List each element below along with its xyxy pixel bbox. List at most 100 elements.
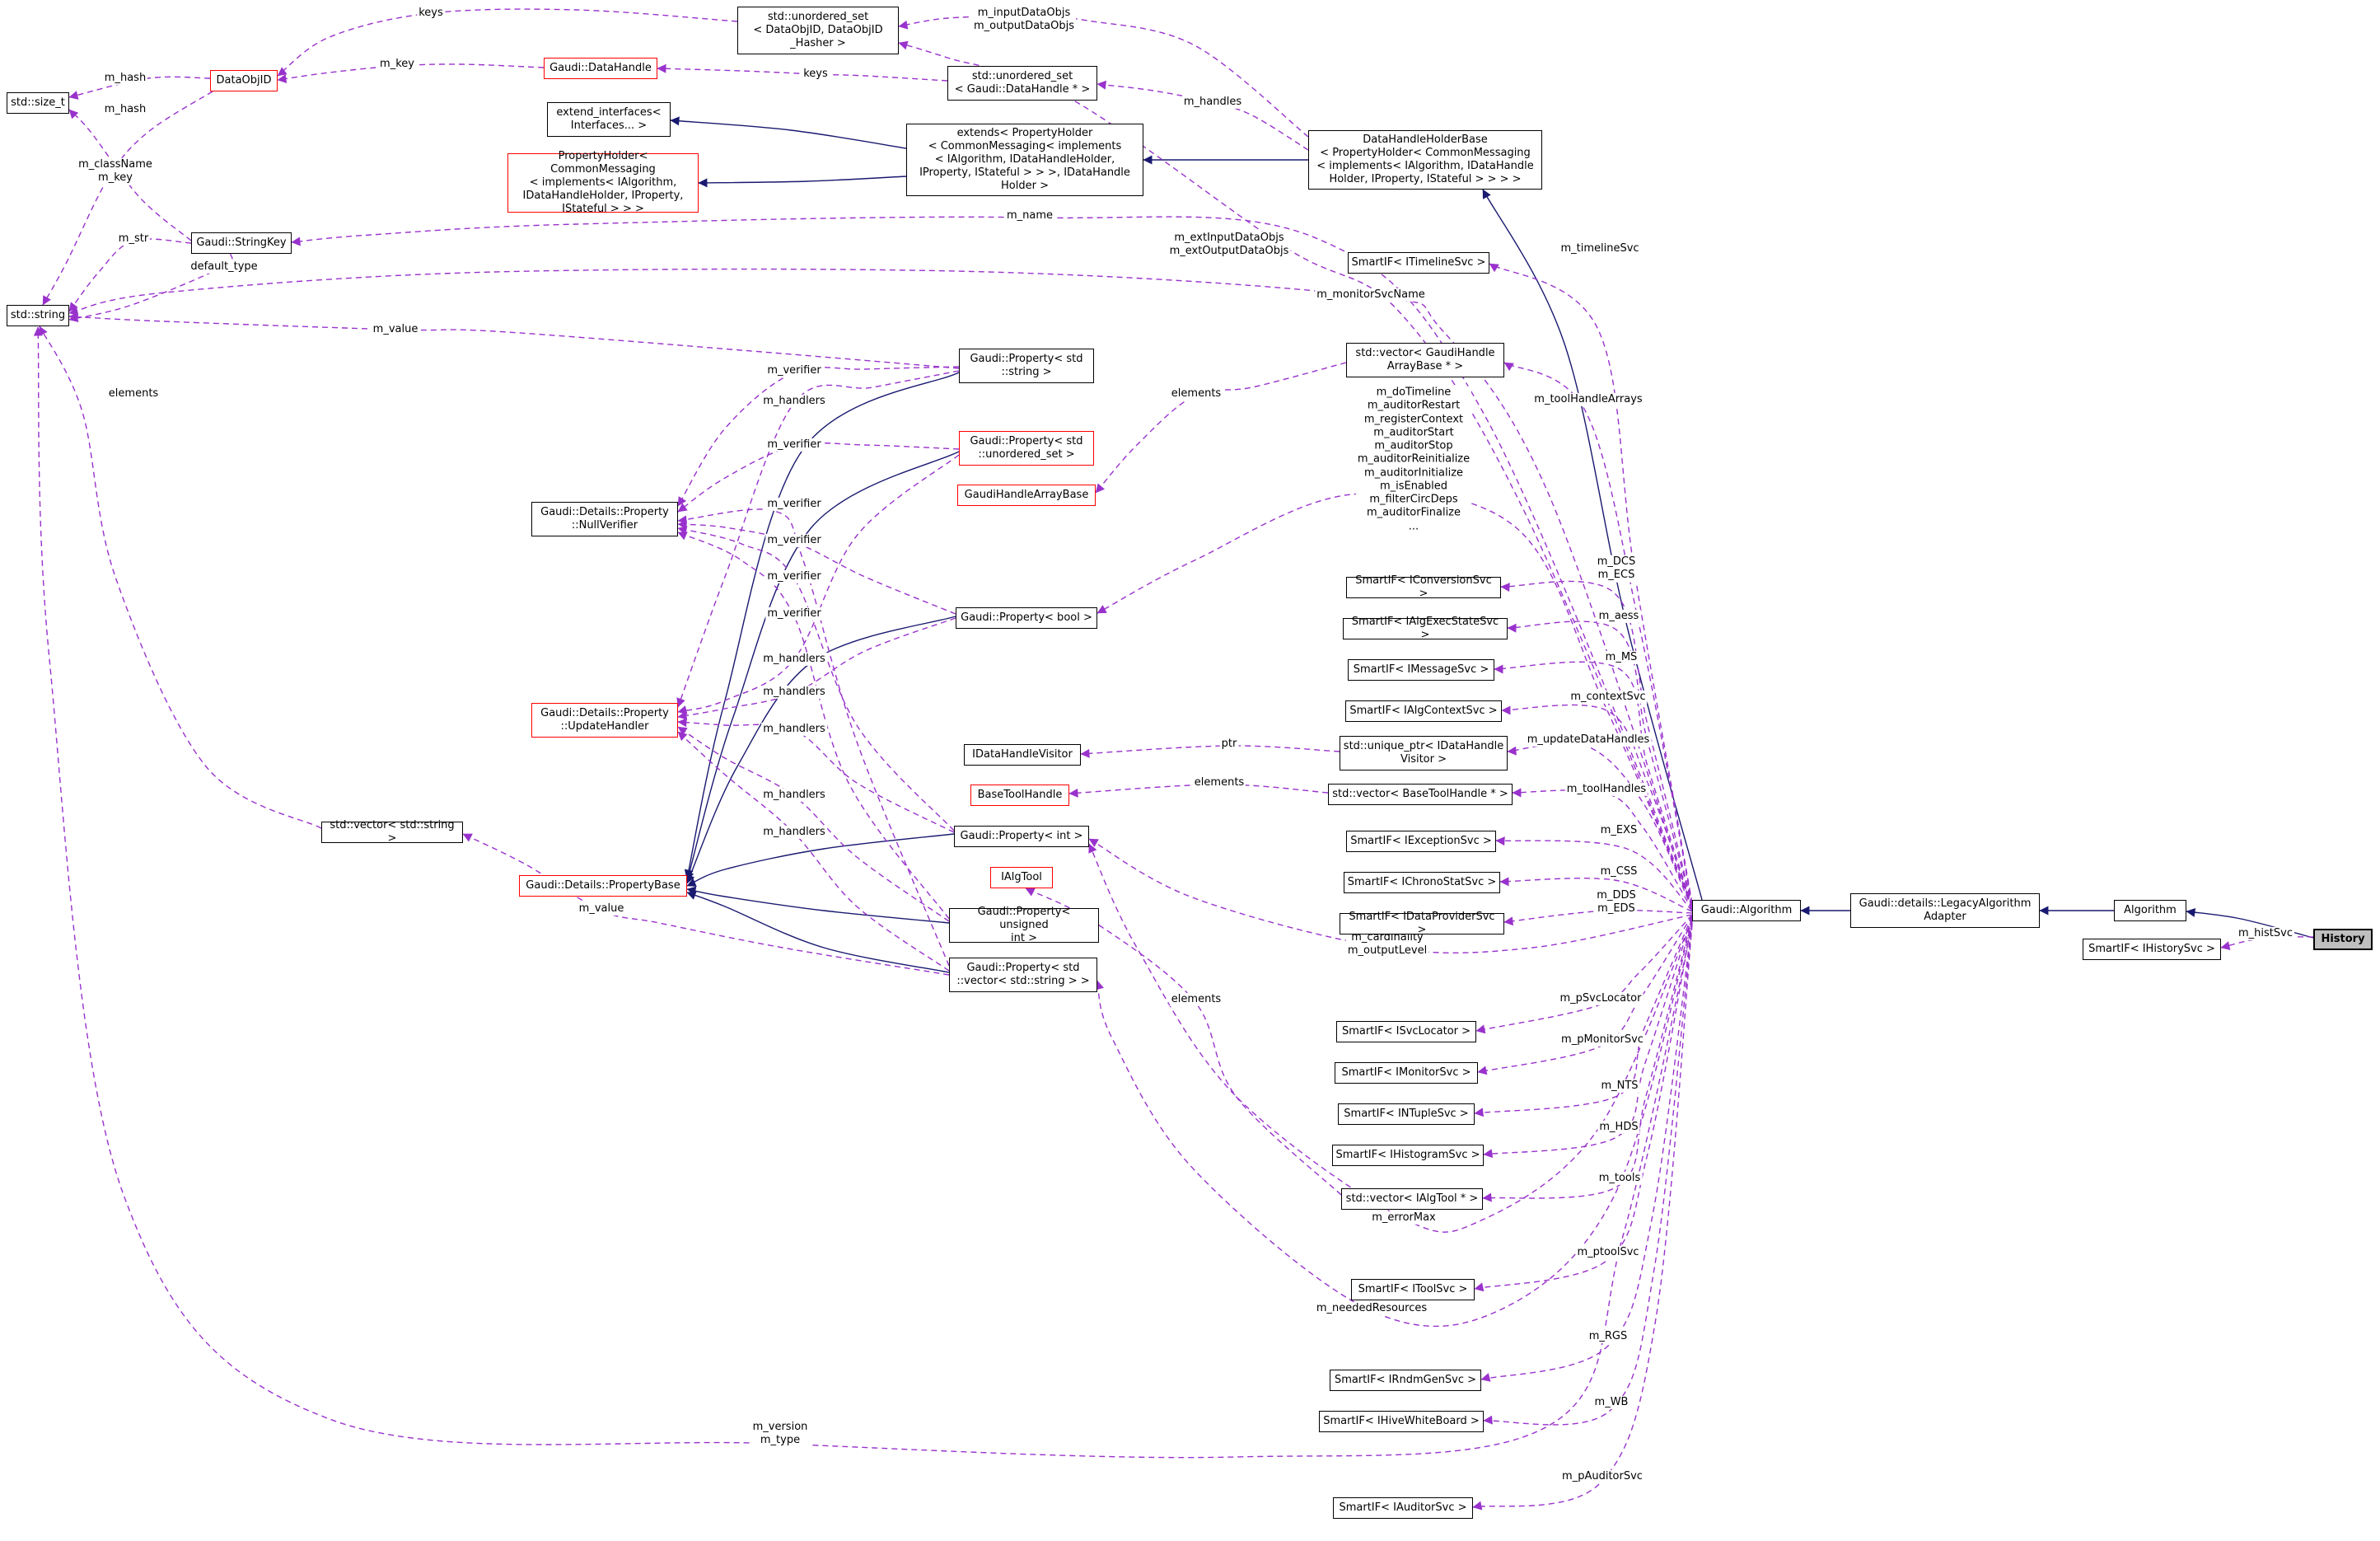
edge-label-gaudi-algorithm--smartif-imessagesvc: m_MS [1603, 650, 1639, 665]
node-property-unsigned-int[interactable]: Gaudi::Property< unsigned int > [949, 906, 1099, 944]
node-property-int[interactable]: Gaudi::Property< int > [954, 826, 1089, 847]
node-smartif-iconversionsvc[interactable]: SmartIF< IConversionSvc > [1346, 574, 1501, 600]
edge-uset-dataobjid--dataobjid [277, 8, 738, 77]
edge-label-property-std-string--std-string: m_value [371, 322, 420, 337]
node-dataobjid[interactable]: DataObjID [210, 70, 278, 91]
edge-label-gaudi-algorithm--property-vector-std-string: m_neededResources [1314, 1301, 1429, 1316]
edge-label-gaudi-algorithm--uset-dataobjid: m_extInputDataObjs m_extOutputDataObjs [1167, 231, 1291, 259]
node-extends-propertyholder[interactable]: extends< PropertyHolder < CommonMessagin… [906, 124, 1143, 196]
node-datahandleholderbase[interactable]: DataHandleHolderBase < PropertyHolder< C… [1308, 130, 1542, 190]
edge-vector-gaudihandlearraybase--gaudihandlearraybase [1095, 362, 1347, 494]
edge-gaudi-algorithm--vector-basetoolhandle [1512, 788, 1693, 911]
edge-label-uset-gaudi-datahandle--gaudi-datahandle: keys [802, 67, 830, 82]
edge-label-gaudi-algorithm--vector-gaudihandlearraybase: m_toolHandleArrays [1532, 392, 1644, 407]
node-smartif-imessagesvc[interactable]: SmartIF< IMessageSvc > [1348, 659, 1494, 681]
node-smartif-iauditorsvc[interactable]: SmartIF< IAuditorSvc > [1333, 1497, 1473, 1519]
node-idatahandlevisitor[interactable]: IDataHandleVisitor [964, 744, 1081, 766]
node-smartif-idataprovidersvc[interactable]: SmartIF< IDataProviderSvc > [1340, 911, 1504, 936]
edge-property-int--propertybase [686, 833, 955, 887]
node-gaudi-datahandle[interactable]: Gaudi::DataHandle [544, 58, 657, 79]
node-std-size-t[interactable]: std::size_t [7, 92, 69, 114]
edge-label-datahandleholderbase--uset-gaudi-datahandle: m_handles [1181, 95, 1244, 110]
edge-label-uset-dataobjid--dataobjid: keys [417, 6, 445, 21]
node-property-std-string[interactable]: Gaudi::Property< std ::string > [959, 349, 1094, 383]
edge-label-unique-ptr-idatahandlevisitor--idatahandlevisitor: ptr [1219, 737, 1239, 752]
node-nullverifier[interactable]: Gaudi::Details::Property ::NullVerifier [531, 502, 678, 536]
edge-gaudi-algorithm--vector-gaudihandlearraybase [1503, 362, 1693, 906]
node-smartif-iexceptionsvc[interactable]: SmartIF< IExceptionSvc > [1346, 831, 1496, 852]
node-vector-gaudihandlearraybase[interactable]: std::vector< GaudiHandle ArrayBase * > [1346, 343, 1504, 377]
edge-property-std-string--updatehandler [676, 370, 960, 708]
node-std-string[interactable]: std::string [7, 305, 69, 326]
node-smartif-ihistorysvc[interactable]: SmartIF< IHistorySvc > [2083, 939, 2221, 960]
edge-label-gaudi-algorithm--smartif-ihivewhiteboard: m_WB [1592, 1395, 1630, 1410]
node-property-vector-std-string[interactable]: Gaudi::Property< std ::vector< std::stri… [949, 958, 1097, 992]
edge-gaudi-algorithm--smartif-imessagesvc [1494, 661, 1693, 907]
node-propertyholder[interactable]: PropertyHolder< CommonMessaging < implem… [507, 150, 699, 215]
edge-gaudi-algorithm--smartif-ichronostatsvc [1499, 877, 1693, 912]
node-smartif-ialgcontextsvc[interactable]: SmartIF< IAlgContextSvc > [1345, 700, 1502, 722]
edge-label-gaudi-stringkey--std-string: m_str [116, 232, 151, 246]
node-vector-ialgtool[interactable]: std::vector< IAlgTool * > [1341, 1188, 1483, 1210]
node-algorithm[interactable]: Algorithm [2114, 900, 2186, 921]
node-smartif-ialgexecstatesvc[interactable]: SmartIF< IAlgExecStateSvc > [1343, 616, 1508, 641]
edge-label-vector-std-string--std-string: elements [106, 386, 161, 401]
edge-label-gaudi-algorithm--smartif-idataprovidersvc: m_DDS m_EDS [1595, 888, 1638, 916]
edge-label-gaudi-algorithm--smartif-intuplesvc: m_NTS [1599, 1079, 1640, 1094]
edge-property-std-unordered-set--propertybase [685, 451, 960, 882]
edge-extends-propertyholder--extend-interfaces [670, 116, 907, 149]
edge-label-property-bool--updatehandler: m_handlers [761, 685, 827, 700]
node-smartif-intuplesvc[interactable]: SmartIF< INTupleSvc > [1338, 1103, 1475, 1125]
edge-label-gaudi-stringkey--std-size-t: m_hash [102, 102, 148, 117]
node-propertybase[interactable]: Gaudi::Details::PropertyBase [519, 875, 687, 897]
node-smartif-itimelinesvc[interactable]: SmartIF< ITimelineSvc > [1348, 252, 1489, 274]
node-smartif-ihistogramsvc[interactable]: SmartIF< IHistogramSvc > [1332, 1145, 1484, 1166]
node-smartif-isvclocator[interactable]: SmartIF< ISvcLocator > [1336, 1021, 1476, 1042]
edge-property-vector-std-string--updatehandler [677, 731, 950, 972]
node-basetoolhandle[interactable]: BaseToolHandle [970, 785, 1069, 806]
edge-property-bool--propertybase [686, 616, 956, 884]
node-smartif-imonitorsvc[interactable]: SmartIF< IMonitorSvc > [1335, 1062, 1478, 1084]
node-uset-dataobjid[interactable]: std::unordered_set < DataObjID, DataObjI… [737, 7, 899, 54]
node-gaudihandlearraybase[interactable]: GaudiHandleArrayBase [957, 485, 1096, 506]
edge-label-gaudi-algorithm--vector-basetoolhandle: m_toolHandles [1564, 782, 1648, 797]
edge-gaudi-algorithm--uset-dataobjid [898, 40, 1693, 907]
edge-label-gaudi-algorithm--property-int: m_errorMax [1370, 1211, 1438, 1225]
node-extend-interfaces[interactable]: extend_interfaces< Interfaces... > [547, 102, 671, 137]
edge-gaudi-algorithm--property-bool [1096, 491, 1693, 907]
edge-label-gaudi-algorithm--smartif-iconversionsvc: m_DCS m_ECS [1595, 555, 1638, 583]
edge-property-std-string--std-string [68, 312, 960, 369]
edge-vector-std-string--std-string [39, 326, 322, 829]
edge-label-property-vector-std-string--nullverifier: m_verifier [765, 497, 823, 512]
edge-gaudi-algorithm--smartif-iauditorsvc [1472, 924, 1693, 1511]
node-legacy-algorithm-adapter[interactable]: Gaudi::details::LegacyAlgorithm Adapter [1850, 893, 2040, 928]
edge-dataobjid--std-size-t [68, 76, 211, 100]
node-vector-std-string[interactable]: std::vector< std::string > [321, 819, 463, 845]
node-unique-ptr-idatahandlevisitor[interactable]: std::unique_ptr< IDataHandle Visitor > [1340, 736, 1508, 770]
edge-property-vector-std-string--vector-std-string [462, 833, 950, 976]
edge-gaudi-algorithm--property-int [1088, 843, 1693, 1233]
edge-gaudi-algorithm--property-vector-std-string [1095, 920, 1693, 1328]
edge-gaudi-algorithm--smartif-ihistogramsvc [1483, 916, 1693, 1159]
edge-gaudi-algorithm--smartif-idataprovidersvc [1503, 909, 1693, 926]
node-smartif-ihivewhiteboard[interactable]: SmartIF< IHiveWhiteBoard > [1319, 1411, 1484, 1432]
edge-gaudi-algorithm--gaudi-stringkey [291, 216, 1693, 906]
edge-label-gaudi-algorithm--smartif-ialgexecstatesvc: m_aess [1597, 609, 1641, 624]
node-ialgtool[interactable]: IAlgTool [990, 867, 1053, 888]
edge-label-gaudi-algorithm--property-bool: m_doTimeline m_auditorRestart m_register… [1355, 386, 1472, 534]
node-smartif-ichronostatsvc[interactable]: SmartIF< IChronoStatSvc > [1344, 872, 1500, 893]
node-smartif-itoolsvc[interactable]: SmartIF< IToolSvc > [1351, 1279, 1475, 1300]
node-property-bool[interactable]: Gaudi::Property< bool > [956, 607, 1097, 629]
node-updatehandler[interactable]: Gaudi::Details::Property ::UpdateHandler [531, 703, 678, 738]
node-gaudi-algorithm[interactable]: Gaudi::Algorithm [1692, 900, 1801, 921]
node-uset-gaudi-datahandle[interactable]: std::unordered_set < Gaudi::DataHandle *… [947, 66, 1097, 101]
edge-label-vector-basetoolhandle--basetoolhandle: elements [1192, 775, 1246, 790]
node-gaudi-stringkey[interactable]: Gaudi::StringKey [191, 232, 292, 254]
node-vector-basetoolhandle[interactable]: std::vector< BaseToolHandle * > [1328, 784, 1513, 805]
node-property-std-unordered-set[interactable]: Gaudi::Property< std ::unordered_set > [959, 431, 1094, 466]
node-smartif-irndmgensvc[interactable]: SmartIF< IRndmGenSvc > [1330, 1370, 1481, 1391]
edge-label-vector-gaudihandlearraybase--gaudihandlearraybase: elements [1169, 386, 1223, 401]
edge-gaudi-algorithm--std-string [68, 268, 1693, 909]
edge-gaudi-stringkey--std-string [68, 253, 233, 322]
